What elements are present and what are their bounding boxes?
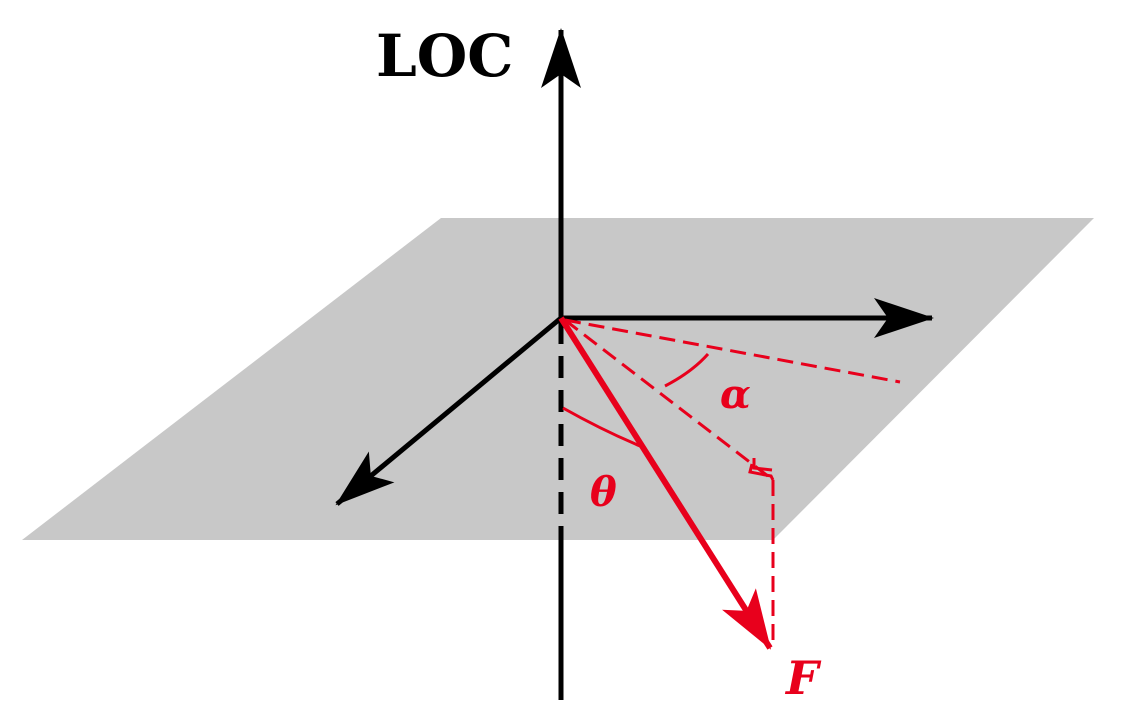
horizontal-axis-left-arrow — [335, 316, 563, 506]
theta-arc — [562, 406, 641, 448]
axis-label-loc: LOC — [376, 22, 513, 90]
reference-dashed-line — [564, 318, 901, 384]
plane — [22, 218, 1094, 540]
theta-label: θ — [590, 469, 617, 516]
right-angle-marker-2 — [752, 458, 773, 472]
alpha-arc — [664, 353, 710, 388]
force-vector-arrow — [558, 316, 773, 650]
right-angle-marker — [748, 463, 775, 481]
force-label: F — [784, 651, 822, 705]
alpha-label: α — [720, 371, 751, 418]
projection-dashed-line — [564, 318, 774, 482]
